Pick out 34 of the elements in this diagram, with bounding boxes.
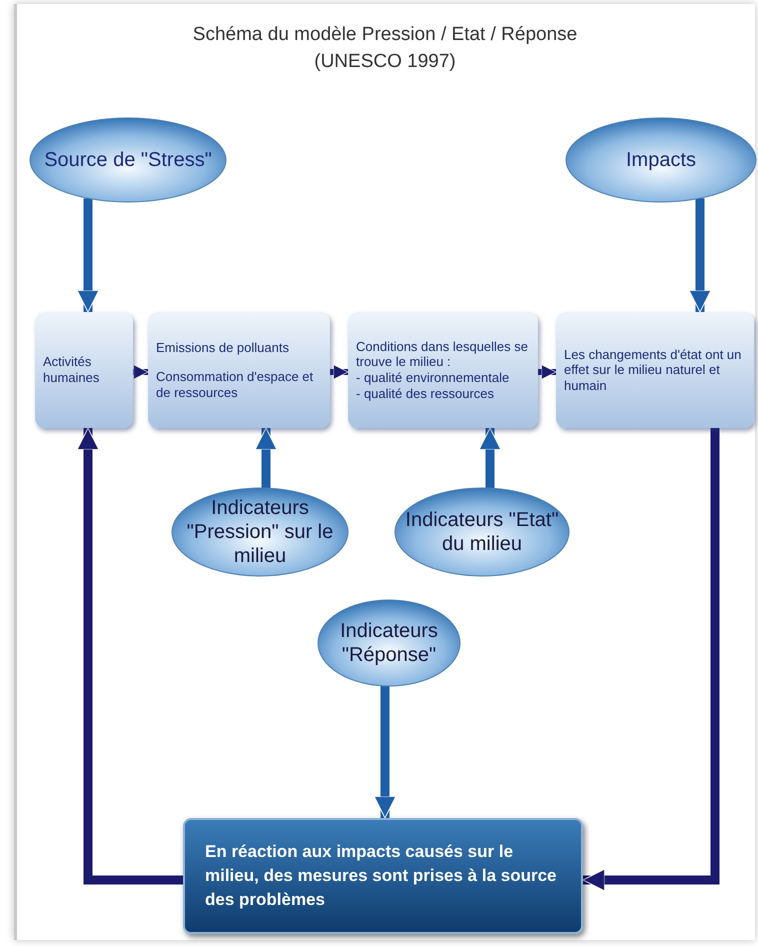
- node-text: - qualité des ressources: [356, 386, 496, 402]
- node-text: En réaction aux impacts causés sur le milieu, des mesures sont prises à la source des problèmes: [205, 841, 558, 911]
- node-text: Emissions de polluants: [156, 340, 290, 356]
- process-box: [35, 312, 133, 428]
- node-text: - qualité environnementale: [356, 370, 510, 386]
- ellipse-node: [172, 488, 348, 576]
- node-text: Source de "Stress": [44, 148, 212, 172]
- ellipse-node: [395, 488, 569, 576]
- arrow: [478, 428, 502, 488]
- arrow: [688, 198, 712, 312]
- node-text: Impacts: [626, 148, 696, 172]
- node-text: Indicateurs "Réponse": [339, 619, 439, 667]
- arrow: [538, 364, 556, 380]
- node-text: Indicateurs "Pression" sur le milieu: [186, 496, 334, 568]
- node-text: Conditions dans lesquelles se trouve le milieu :: [356, 338, 529, 370]
- node-text: Les changements d'état ont un effet sur le milieu naturel et humain: [564, 346, 742, 394]
- node-text: Indicateurs "Etat" du milieu: [404, 508, 560, 556]
- process-box: [348, 312, 538, 428]
- ellipse-node: [30, 118, 226, 202]
- arrow: [76, 198, 100, 312]
- arrow: [374, 686, 396, 818]
- response-box: [183, 818, 583, 934]
- process-box: [556, 312, 754, 428]
- diagram-title: Schéma du modèle Pression / Etat / Réponse (UNESCO 1997): [192, 23, 578, 74]
- ellipse-node: [318, 600, 460, 686]
- arrow: [76, 428, 183, 884]
- process-box: [148, 312, 330, 428]
- node-text: Consommation d'espace et de ressources: [156, 369, 314, 400]
- arrow: [133, 364, 148, 380]
- node-text: Activités humaines: [43, 354, 100, 386]
- ellipse-node: [566, 118, 756, 202]
- arrow: [582, 428, 720, 892]
- arrow: [254, 428, 278, 488]
- arrow: [330, 364, 348, 380]
